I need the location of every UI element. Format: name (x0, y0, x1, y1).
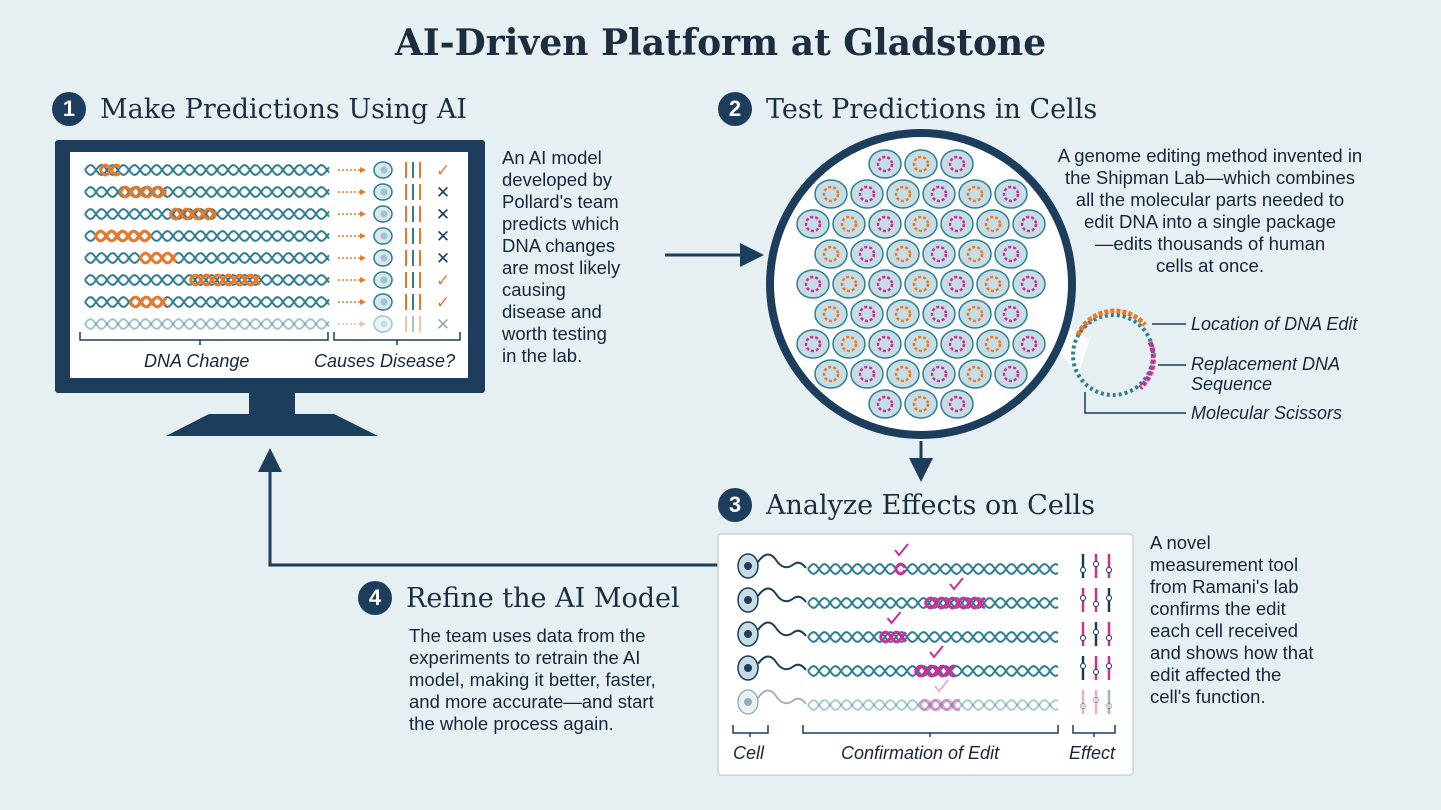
result-mark: ✕ (436, 205, 450, 225)
step-1-number: 1 (52, 92, 86, 126)
monitor-cells (373, 161, 393, 333)
plasmid-diagram (1071, 308, 1186, 414)
monitor-dna-rows (84, 163, 330, 330)
replacement-dna-arc (1138, 340, 1156, 390)
step-2-heading: 2 Test Predictions in Cells (718, 92, 1097, 126)
effect-bracket (1072, 725, 1116, 737)
step-2-number: 2 (718, 92, 752, 126)
step-4-number: 4 (358, 581, 392, 615)
cell-bracket (732, 725, 769, 737)
analysis-panel (717, 533, 1134, 776)
step-2-title: Test Predictions in Cells (766, 93, 1098, 125)
result-mark: ✓ (436, 293, 450, 313)
confirmation-label: Confirmation of Edit (841, 743, 1000, 763)
confirmation-bracket (802, 725, 1059, 737)
step-3-title: Analyze Effects on Cells (766, 489, 1095, 521)
result-mark: ✕ (436, 227, 450, 247)
dna-change-label: DNA Change (144, 351, 250, 371)
causes-disease-label: Causes Disease? (314, 351, 456, 371)
step-3-heading: 3 Analyze Effects on Cells (718, 488, 1095, 522)
location-of-edit-label: Location of DNA Edit (1191, 314, 1358, 334)
molecular-scissors-label: Molecular Scissors (1191, 403, 1343, 423)
result-mark: ✕ (436, 183, 450, 203)
result-mark: ✕ (436, 249, 450, 269)
step-4-title: Refine the AI Model (406, 582, 680, 614)
step-1-title: Make Predictions Using AI (100, 93, 467, 125)
monitor-results: ✓✕✕✕✕✓✓✕ (436, 161, 450, 335)
petri-dish (766, 129, 1090, 439)
step-1-heading: 1 Make Predictions Using AI (52, 92, 467, 126)
computer-monitor: ✓✕✕✕✕✓✓✕ (55, 140, 485, 436)
result-mark: ✓ (436, 161, 450, 181)
cell-label: Cell (733, 743, 765, 763)
result-mark: ✓ (436, 271, 450, 291)
monitor-bars (405, 162, 421, 332)
step-4-heading: 4 Refine the AI Model (358, 581, 680, 615)
dna-change-bracket (79, 332, 329, 345)
analysis-rows (737, 543, 1112, 715)
result-mark: ✕ (436, 315, 450, 335)
effect-label: Effect (1069, 743, 1116, 763)
step-3-number: 3 (718, 488, 752, 522)
page-title: AI-Driven Platform at Gladstone (394, 22, 1047, 64)
causes-disease-bracket (333, 332, 461, 345)
arrow-step4-to-step1 (258, 448, 718, 567)
monitor-arrows (338, 167, 366, 327)
dish-cells (796, 149, 1046, 419)
